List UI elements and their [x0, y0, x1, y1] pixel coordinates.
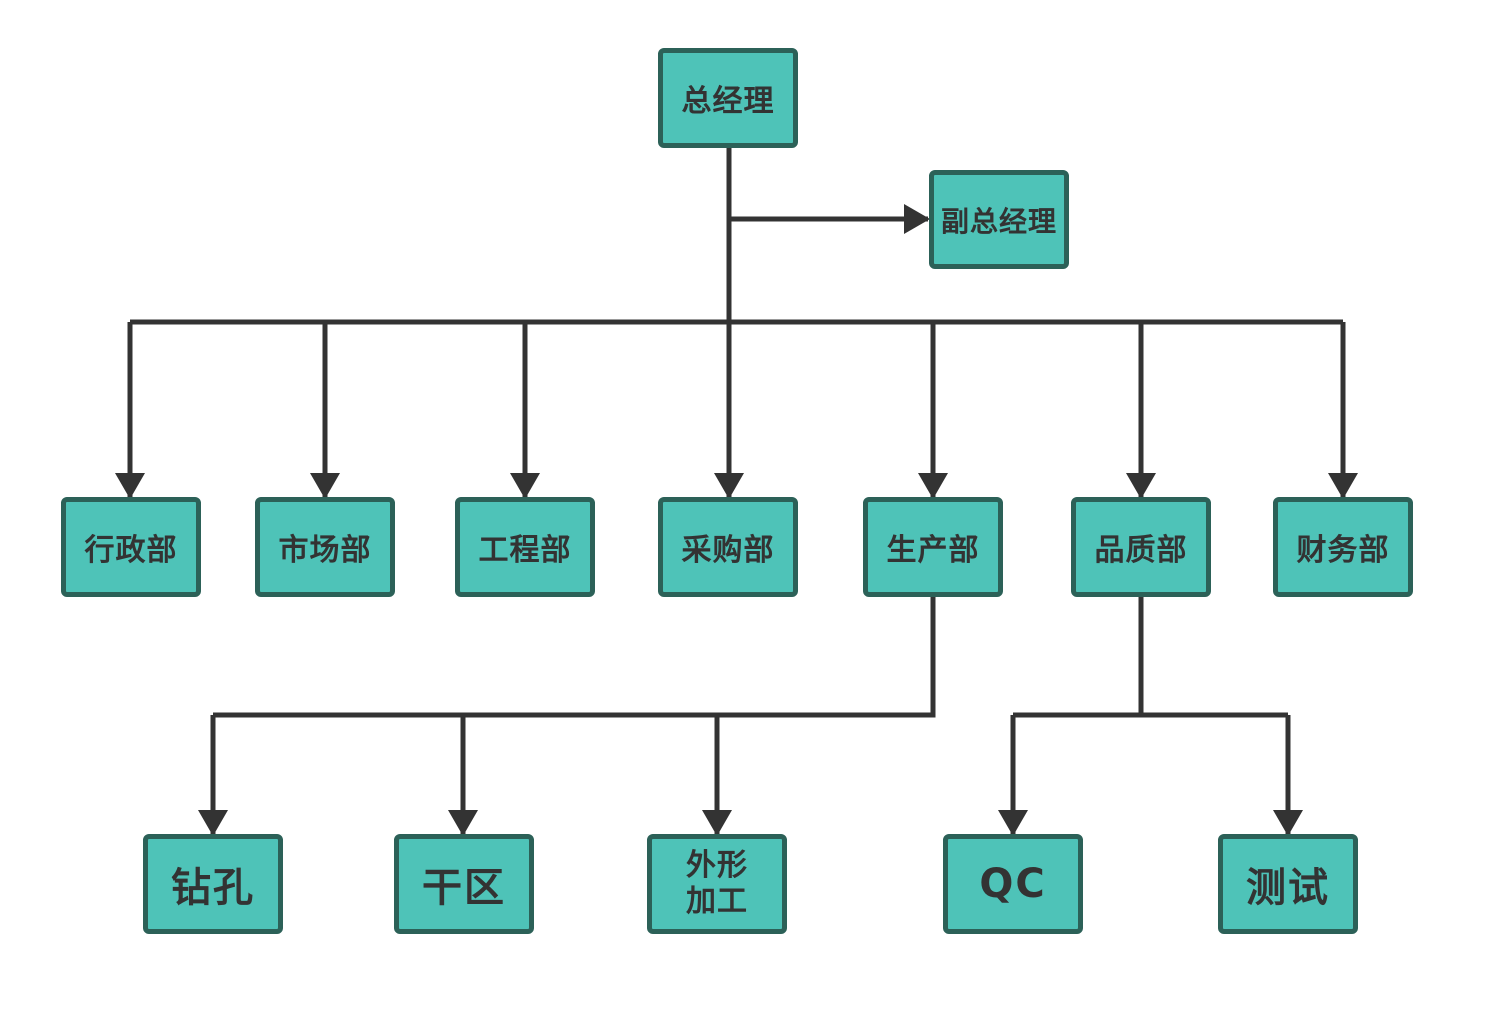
node-dry-area: 干区 [394, 834, 534, 934]
connector-production-bus [213, 597, 936, 718]
node-admin-department: 行政部 [61, 497, 201, 597]
node-production-department: 生产部 [863, 497, 1003, 597]
node-marketing-department: 市场部 [255, 497, 395, 597]
node-general-manager: 总经理 [658, 48, 798, 148]
node-testing: 测试 [1218, 834, 1358, 934]
node-qc: QC [943, 834, 1083, 934]
node-finance-department: 财务部 [1273, 497, 1413, 597]
node-engineering-department: 工程部 [455, 497, 595, 597]
node-profile-machining: 外形 加工 [647, 834, 787, 934]
node-purchasing-department: 采购部 [658, 497, 798, 597]
node-deputy-general-manager: 副总经理 [929, 170, 1069, 269]
node-drilling: 钻孔 [143, 834, 283, 934]
node-quality-department: 品质部 [1071, 497, 1211, 597]
